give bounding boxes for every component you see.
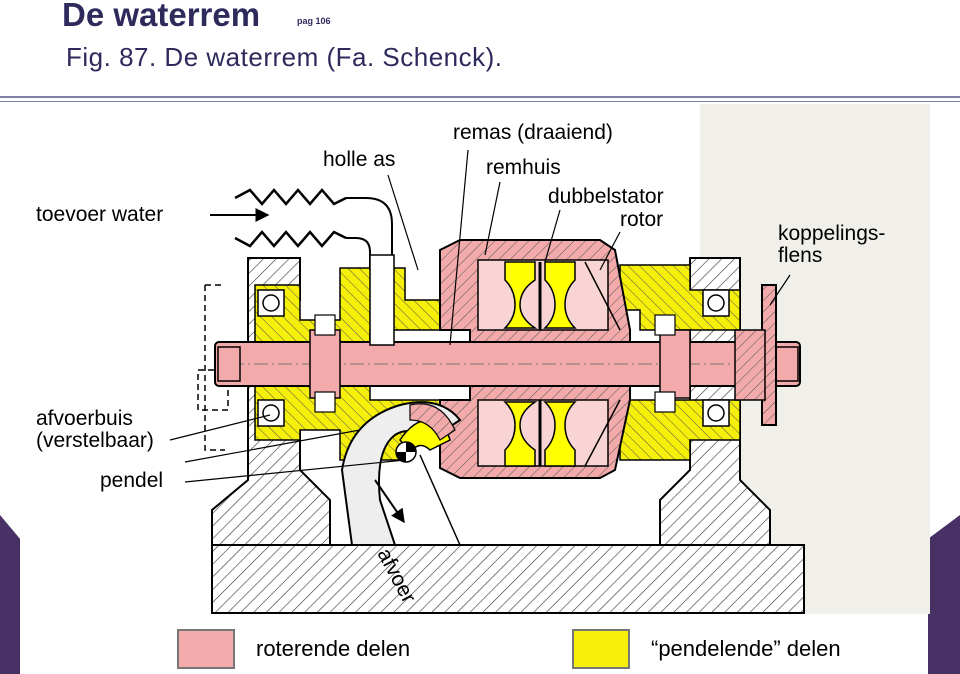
label-rotor: rotor [620, 208, 664, 231]
label-pendulum: pendel [100, 469, 164, 492]
label-hollow-shaft: holle as [323, 148, 396, 171]
double-stator [503, 261, 577, 467]
label-coupling-flange: koppelings- flens [778, 222, 886, 268]
label-brake-housing-rotating: remas (draaiend) [453, 121, 613, 144]
figure-caption: Fig. 87. De waterrem (Fa. Schenck). [66, 42, 503, 72]
rotor [538, 261, 621, 467]
legend-swatch-rotating [177, 629, 235, 669]
bearings [257, 289, 730, 427]
legend-label-pendulum: “pendelende” delen [651, 636, 841, 661]
header-rule-thin [0, 101, 960, 102]
page-title: De waterrem [62, 0, 261, 33]
page-reference: pag 106 [297, 16, 331, 26]
hollow-shaft-pipe [346, 197, 395, 346]
right-decor-bar [928, 515, 960, 674]
coupling-flange [734, 284, 777, 426]
left-bracket [197, 284, 229, 451]
label-double-stator: dubbelstator [548, 185, 664, 208]
legend-swatch-pendulum [572, 629, 630, 669]
legend-swatches [177, 629, 630, 669]
outlet-arrow [374, 479, 405, 524]
left-decor-bar [0, 515, 20, 674]
label-brake-casing: remhuis [486, 156, 561, 179]
label-water-inlet: toevoer water [36, 203, 164, 226]
water-supply-bellows [234, 188, 347, 248]
header-rule [0, 96, 960, 98]
main-shaft [214, 329, 801, 399]
discharge-pipe [340, 401, 462, 546]
label-discharge-pipe: afvoerbuis (verstelbaar) [36, 407, 154, 453]
foundation-base [211, 544, 805, 614]
legend-label-rotating: roterende delen [256, 636, 411, 661]
leader-lines [169, 149, 791, 483]
